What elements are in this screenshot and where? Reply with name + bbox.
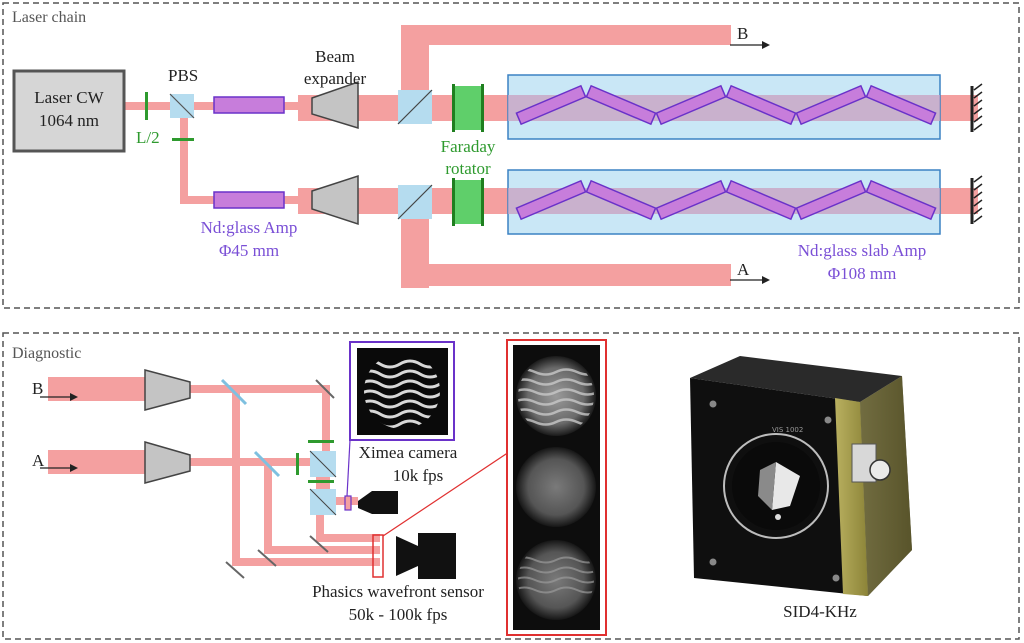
pbs-label: PBS (168, 66, 198, 85)
output-b-label: B (737, 24, 748, 43)
beam-reducer-a (144, 441, 191, 484)
camera-label-line1: Ximea camera (359, 443, 458, 462)
faraday-line2: rotator (445, 159, 491, 178)
faraday-line1: Faraday (441, 137, 496, 156)
wavefront-spot-2 (516, 447, 596, 527)
beam-expander-bottom (311, 174, 359, 226)
diagnostic-mirrors (225, 379, 335, 579)
beam-reducer-b (144, 369, 191, 411)
laser-source-line1: Laser CW (34, 88, 104, 107)
end-mirror-bottom (970, 175, 983, 224)
output-a-label: A (737, 260, 750, 279)
laser-source-box (12, 69, 126, 153)
pbs-waveplate (172, 138, 194, 141)
beam-expander-line1: Beam (315, 47, 355, 66)
sid4-body-text: VIS 1002 (772, 426, 803, 434)
ximea-camera-body (372, 491, 398, 514)
camera-lens-marker (344, 495, 352, 511)
camera-label-line2: 10k fps (393, 466, 444, 485)
slabs-bottom (515, 179, 937, 221)
nd-glass-rod-bottom (213, 191, 285, 209)
faraday-rotator-bottom (452, 178, 484, 226)
nd-glass-rod-top (213, 96, 285, 114)
slabs-top (515, 84, 937, 126)
half-wave-plate (145, 92, 148, 120)
nd-amp-line1: Nd:glass Amp (201, 218, 298, 237)
sid4-caption: SID4-KHz (783, 602, 857, 621)
ximea-camera-lens (358, 491, 372, 514)
diag-waveplate-2 (296, 453, 299, 475)
half-wave-label: L/2 (136, 128, 160, 147)
beam-expander-top (311, 80, 359, 130)
slab-amp-line2: Φ108 mm (828, 264, 897, 283)
input-a-label: A (32, 451, 45, 470)
faraday-rotator-top (452, 84, 484, 132)
diagnostic-beams (48, 377, 380, 566)
end-mirror-top (970, 83, 983, 132)
input-b-arrow (70, 393, 78, 401)
input-b-label: B (32, 379, 43, 398)
slab-amp-line1: Nd:glass slab Amp (798, 241, 926, 260)
diagnostic-panel: Diagnostic B A (2, 332, 1020, 640)
sid4-sensor-photo: VIS 1002 (690, 356, 912, 596)
laser-chain-panel: Laser chain Laser CW 1064 nm L/2 PBS (2, 2, 1020, 309)
wavefront-sensor-body (418, 533, 456, 579)
diagnostic-border (2, 332, 1020, 640)
wavefront-spot-1 (516, 356, 596, 436)
laser-chain-border (2, 2, 1020, 309)
diag-waveplate-1 (308, 440, 334, 443)
diagnostic-title: Diagnostic (12, 345, 81, 362)
beam-expander-line2: expander (304, 69, 367, 88)
nd-amp-line2: Φ45 mm (219, 241, 279, 260)
wavefront-label-line1: Phasics wavefront sensor (312, 582, 484, 601)
diagnostic-splitters (220, 378, 281, 478)
wavefront-marker (372, 534, 384, 578)
input-a-arrow (70, 464, 78, 472)
wavefront-label-line2: 50k - 100k fps (349, 605, 448, 624)
laser-chain-title: Laser chain (12, 9, 86, 26)
laser-source-line2: 1064 nm (39, 111, 99, 130)
diag-waveplate-3 (308, 480, 334, 483)
wavefront-sensor-lens (396, 536, 418, 576)
